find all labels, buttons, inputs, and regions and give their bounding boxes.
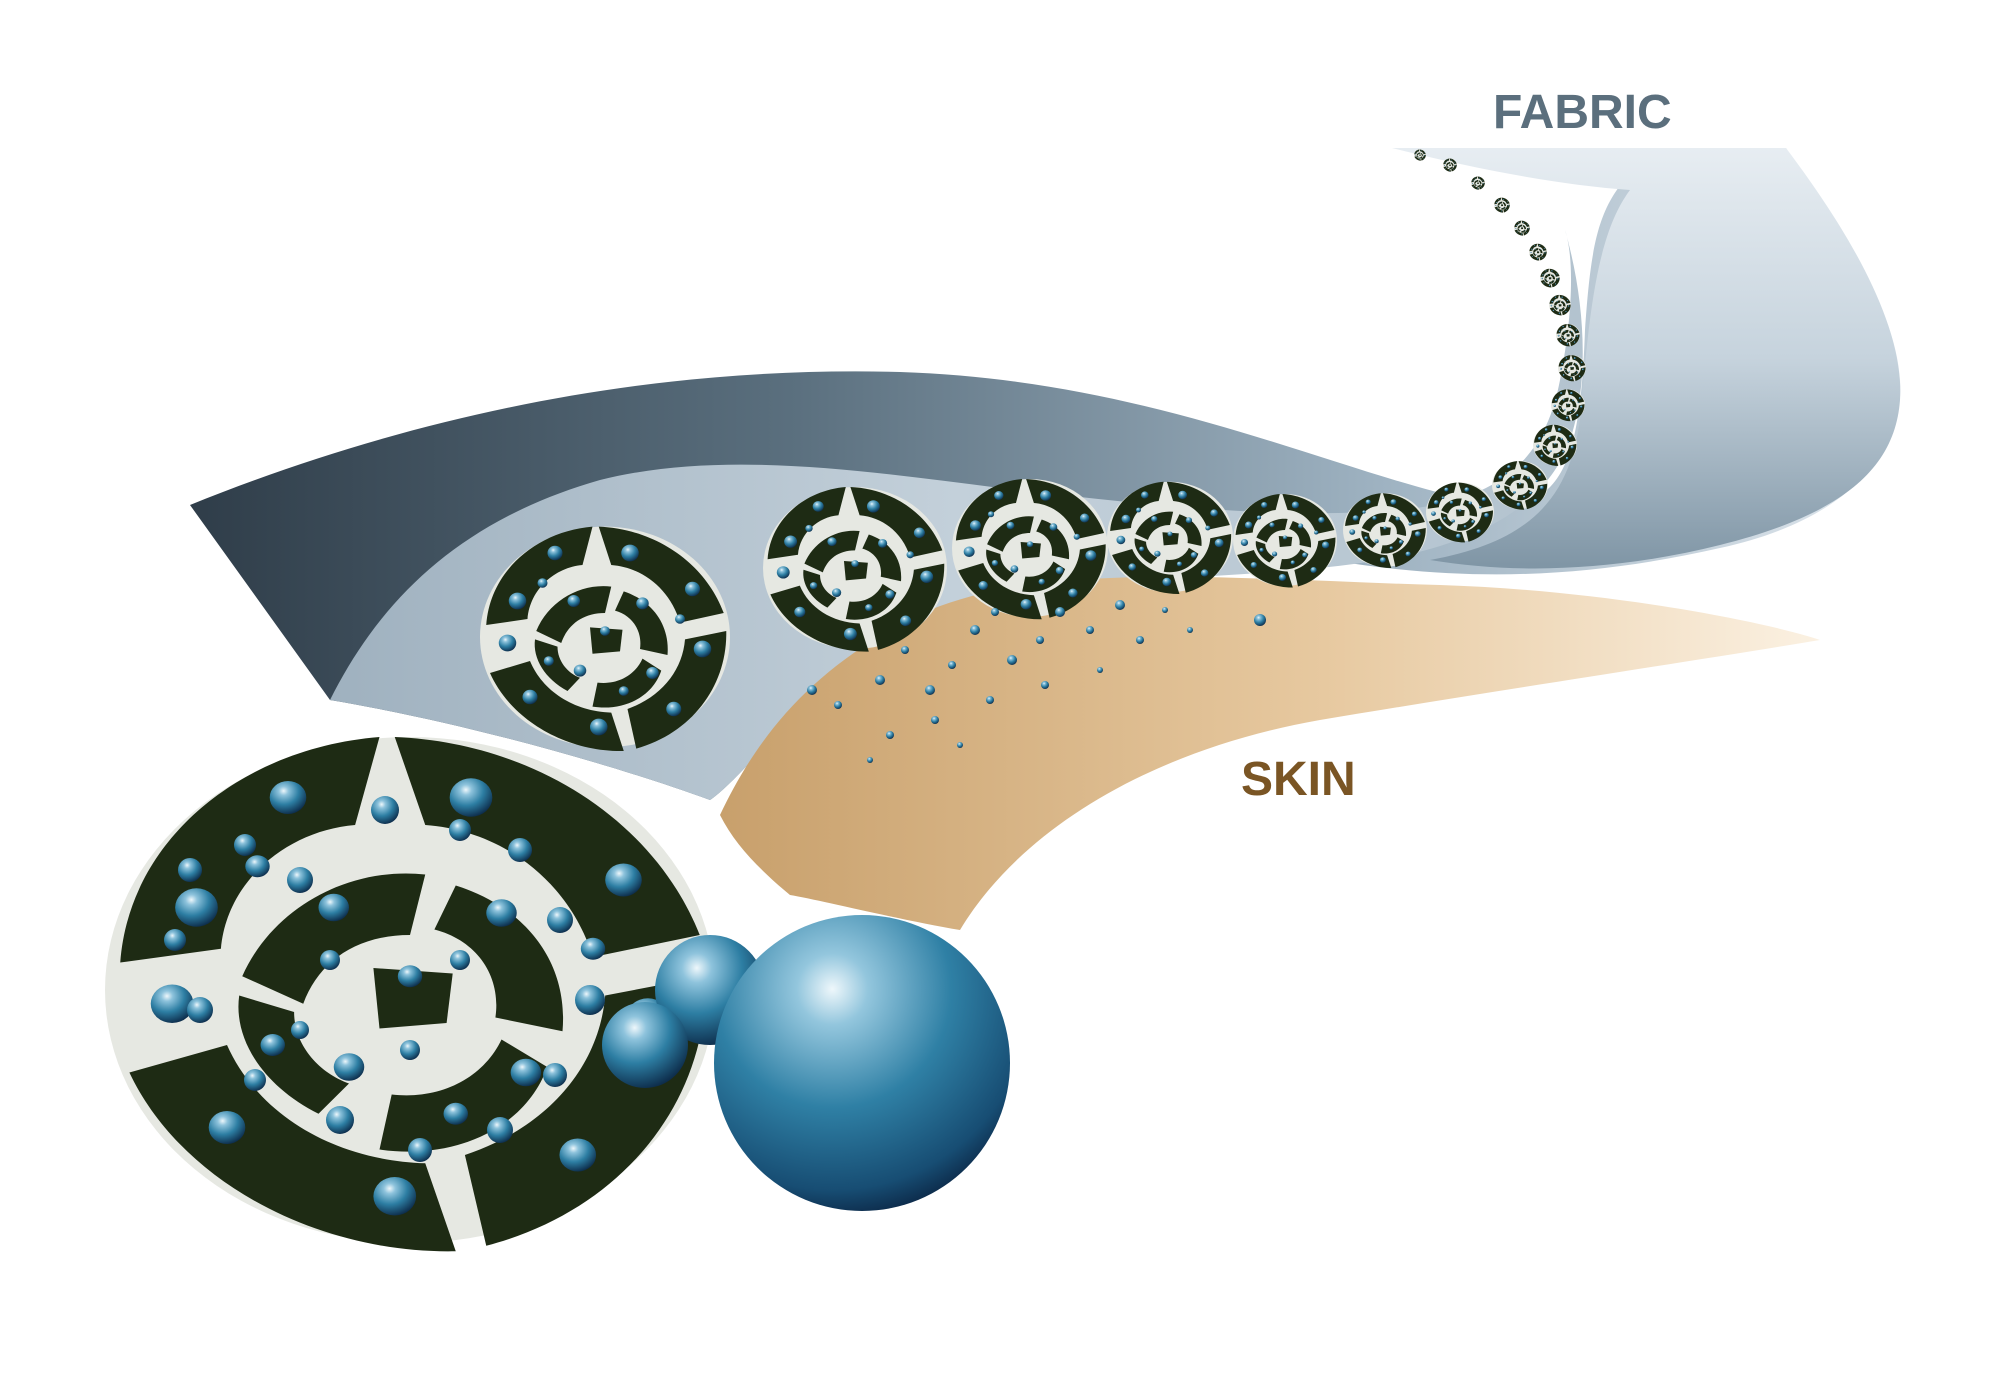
particle	[1549, 294, 1571, 316]
droplet	[1115, 600, 1125, 610]
particle	[1414, 149, 1426, 161]
droplet	[1162, 607, 1168, 613]
droplet	[1036, 636, 1044, 644]
droplet	[886, 731, 894, 739]
droplet	[834, 701, 842, 709]
droplet	[1007, 655, 1017, 665]
droplet	[1086, 626, 1094, 634]
droplet	[957, 742, 963, 748]
droplet	[901, 646, 909, 654]
droplet	[970, 625, 980, 635]
particle	[1514, 220, 1530, 236]
droplet-large	[714, 915, 1010, 1211]
particle	[1540, 268, 1560, 288]
particle	[1443, 158, 1457, 172]
droplet-small	[602, 1002, 688, 1088]
magnified-particle	[105, 737, 716, 1252]
fabric-label: FABRIC	[1493, 86, 1672, 139]
droplet	[1055, 607, 1065, 617]
droplet	[1254, 614, 1266, 626]
large-droplets	[602, 915, 1010, 1211]
droplet	[986, 696, 994, 704]
fabric-right-face	[1392, 148, 1901, 569]
moisture-droplets	[807, 600, 1266, 763]
skin-label: SKIN	[1241, 753, 1356, 806]
droplet	[931, 716, 939, 724]
droplet	[1187, 627, 1193, 633]
droplet	[991, 608, 999, 616]
droplet	[867, 757, 873, 763]
droplet	[925, 685, 935, 695]
droplet	[1041, 681, 1049, 689]
droplet	[1097, 667, 1103, 673]
droplet	[948, 661, 956, 669]
droplet	[1136, 636, 1144, 644]
skin-layer	[720, 576, 1820, 930]
particle	[1529, 243, 1547, 261]
droplet	[875, 675, 885, 685]
droplet	[807, 685, 817, 695]
particle	[1471, 176, 1485, 190]
particle	[1494, 197, 1510, 213]
